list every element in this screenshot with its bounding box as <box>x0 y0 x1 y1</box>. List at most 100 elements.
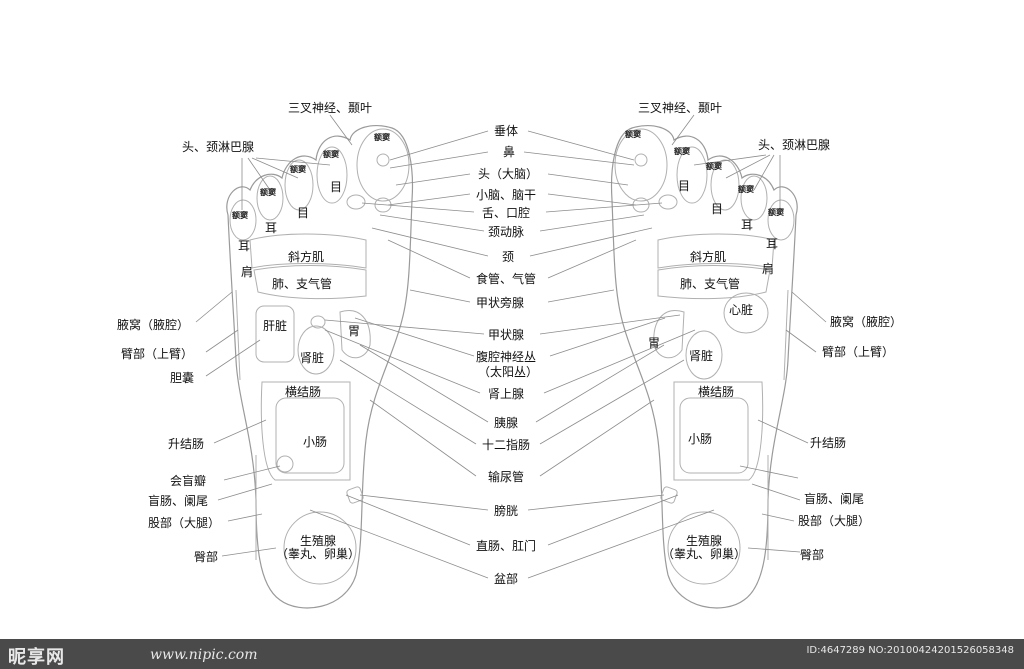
right-zone-labels: 额窦 额窦 额窦 额窦 额窦 目 目 耳 耳 肩 斜方肌 肺、支气管 心脏 胃 … <box>625 129 784 561</box>
left-ear-1: 耳 <box>265 221 277 235</box>
pelvis-label: 盆部 <box>494 571 518 586</box>
right-small-intestine: 小肠 <box>688 432 712 446</box>
left-sinus-4: 额窦 <box>260 187 276 197</box>
right-neck-node <box>658 194 678 210</box>
left-zone-labels: 额窦 额窦 额窦 额窦 额窦 目 目 耳 耳 肩 斜方肌 肺、支气管 肝脏 胃 … <box>232 132 390 561</box>
right-sinus-3: 额窦 <box>706 161 722 171</box>
foot-chart-svg: 额窦 额窦 额窦 额窦 额窦 目 目 耳 耳 肩 斜方肌 肺、支气管 肝脏 胃 … <box>117 101 902 609</box>
left-cecum-label: 盲肠、阑尾 <box>148 493 208 508</box>
left-sinus-3: 额窦 <box>290 164 306 174</box>
left-stomach: 胃 <box>348 324 360 338</box>
left-toe-2 <box>316 146 348 204</box>
right-lung: 肺、支气管 <box>680 276 740 291</box>
bladder-label: 膀胱 <box>494 503 518 518</box>
leader-lines <box>195 114 827 579</box>
right-trapezius: 斜方肌 <box>690 249 726 264</box>
right-heart-zone <box>723 292 769 334</box>
right-sinus-2: 额窦 <box>674 146 690 156</box>
right-thigh-label: 股部（大腿） <box>798 513 870 528</box>
right-sinus-1: 额窦 <box>625 129 641 139</box>
right-cecum-label: 盲肠、阑尾 <box>804 491 864 506</box>
left-foot <box>226 125 414 609</box>
right-sinus-5: 额窦 <box>768 207 784 217</box>
left-kidney: 肾脏 <box>300 350 324 365</box>
left-ileocecal <box>276 455 294 473</box>
right-toe-4 <box>740 175 768 221</box>
left-sinus-1: 额窦 <box>374 132 390 142</box>
left-neck-node <box>346 194 366 210</box>
left-liver: 肝脏 <box>263 318 287 333</box>
nose-label: 鼻 <box>503 144 515 159</box>
right-ascending-colon-label: 升结肠 <box>810 436 846 450</box>
left-trapezius-band <box>249 233 367 269</box>
left-eye-1: 目 <box>330 180 342 194</box>
right-ear-1: 耳 <box>741 218 753 232</box>
left-genital-2: （睾丸、卵巢） <box>276 546 360 561</box>
left-nose-point <box>376 153 390 167</box>
left-lung: 肺、支气管 <box>272 276 332 291</box>
left-small-intestine-zone <box>275 397 345 474</box>
right-kidney: 肾脏 <box>689 348 713 363</box>
left-ileocecal-label: 会盲瓣 <box>170 473 206 488</box>
right-foot-outline <box>610 125 798 609</box>
watermark-brand: 昵享网 <box>8 647 65 668</box>
right-genital-zone <box>667 511 741 585</box>
right-genital-2: （睾丸、卵巢） <box>662 546 746 561</box>
right-transverse-colon: 横结肠 <box>698 385 734 399</box>
cerebellum-label: 小脑、脑干 <box>476 188 536 202</box>
center-labels: 垂体 鼻 头（大脑） 小脑、脑干 舌、口腔 颈动脉 颈 食管、气管 甲状旁腺 甲… <box>476 124 538 586</box>
celiac-label-2: （太阳丛） <box>478 364 538 379</box>
watermark-id: ID:4647289 NO:20100424201526058348 <box>806 645 1014 656</box>
right-shoulder: 肩 <box>762 261 774 276</box>
right-armpit-label: 腋窝（腋腔） <box>830 314 902 329</box>
left-genital-zone <box>283 511 357 585</box>
parathyroid-label: 甲状旁腺 <box>476 295 524 310</box>
left-genital-1: 生殖腺 <box>300 533 336 548</box>
left-eye-2: 目 <box>297 206 309 220</box>
left-sinus-2: 额窦 <box>323 149 339 159</box>
neck-label: 颈 <box>502 250 514 264</box>
right-bladder <box>660 486 678 504</box>
right-eye-2: 目 <box>711 202 723 216</box>
left-lung-band <box>253 265 367 300</box>
right-upper-arm-label: 臂部（上臂） <box>822 344 894 359</box>
left-trapezius: 斜方肌 <box>288 249 324 264</box>
left-colon-zone <box>260 381 351 481</box>
right-stomach-zone <box>653 310 685 359</box>
left-sinus-5: 额窦 <box>232 210 248 220</box>
left-liver-zone <box>255 305 295 363</box>
left-bladder <box>346 486 364 504</box>
esophagus-label: 食管、气管 <box>476 271 536 286</box>
right-genital-1: 生殖腺 <box>686 533 722 548</box>
left-ear-2: 耳 <box>238 239 250 253</box>
left-toe-4 <box>256 175 284 221</box>
duodenum-label: 十二指肠 <box>482 437 530 452</box>
left-toe-3 <box>284 159 314 211</box>
watermark-url: www.nipic.com <box>150 647 258 663</box>
right-trigeminal-label: 三叉神经、颞叶 <box>638 101 722 115</box>
left-small-intestine: 小肠 <box>303 435 327 449</box>
rectum-label: 直肠、肛门 <box>476 538 536 553</box>
right-edge-line <box>783 289 789 381</box>
right-big-toe <box>614 128 668 202</box>
left-ascending-colon-label: 升结肠 <box>168 437 204 451</box>
right-toe-3 <box>710 159 740 211</box>
right-eye-1: 目 <box>678 179 690 193</box>
left-thigh-label: 股部（大腿） <box>148 515 220 530</box>
left-buttock-label: 臀部 <box>194 549 218 564</box>
watermark-bar <box>0 639 1024 669</box>
right-sinus-4: 额窦 <box>738 184 754 194</box>
tongue-label: 舌、口腔 <box>482 205 530 220</box>
right-stomach: 胃 <box>648 336 660 350</box>
right-toe-5 <box>767 199 795 241</box>
left-trigeminal-label: 三叉神经、颞叶 <box>288 101 372 115</box>
right-toe-2 <box>676 146 708 204</box>
left-adrenal <box>310 315 326 329</box>
pituitary-label: 垂体 <box>494 124 518 138</box>
carotid-label: 颈动脉 <box>488 224 524 239</box>
right-buttock-label: 臀部 <box>800 547 824 562</box>
left-armpit-label: 腋窝（腋腔） <box>117 317 189 332</box>
left-side-labels: 三叉神经、颞叶 头、颈淋巴腺 腋窝（腋腔） 臂部（上臂） 胆囊 升结肠 会盲瓣 … <box>117 101 372 564</box>
right-ear-2: 耳 <box>766 237 778 251</box>
